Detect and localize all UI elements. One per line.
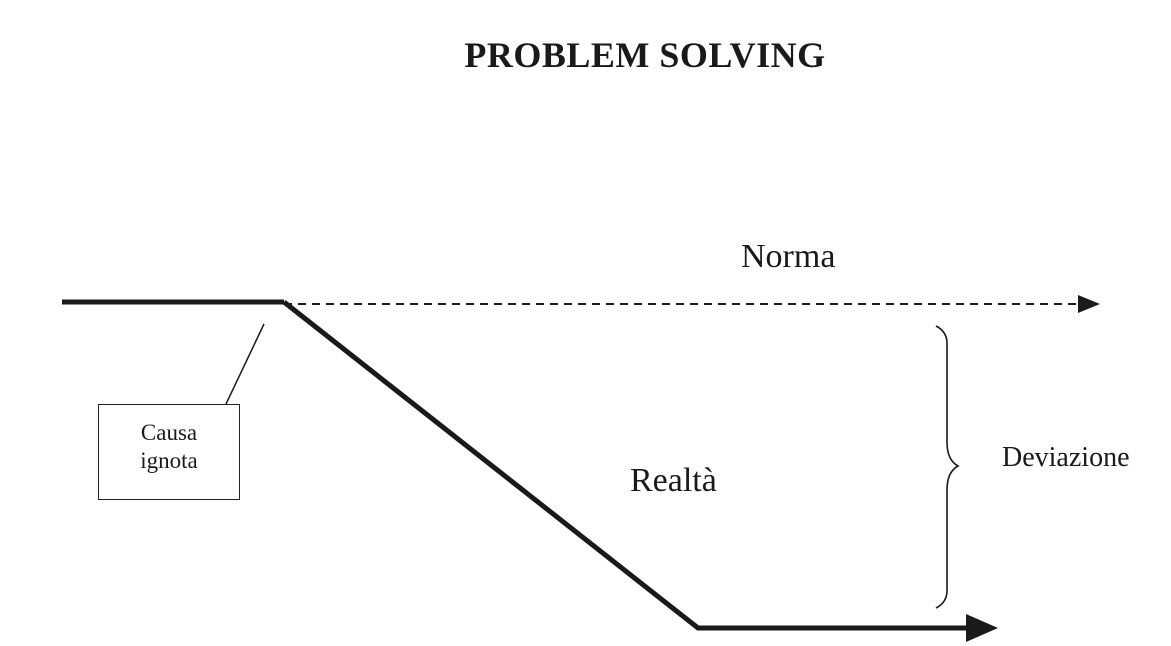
cause-box-line-1: Causa <box>140 420 198 445</box>
norm-arrowhead <box>1078 295 1100 313</box>
diagram-title: PROBLEM SOLVING <box>464 35 826 75</box>
deviation-brace <box>935 325 960 609</box>
norm-label: Norma <box>741 238 836 275</box>
cause-connector-line <box>225 323 265 405</box>
deviation-label: Deviazione <box>1002 442 1130 473</box>
reality-line <box>282 300 972 631</box>
reality-arrowhead <box>966 614 998 642</box>
reality-label: Realtà <box>630 462 717 499</box>
cause-box-line-2: ignota <box>140 448 198 473</box>
unknown-cause-box: Causa ignota <box>98 404 240 500</box>
